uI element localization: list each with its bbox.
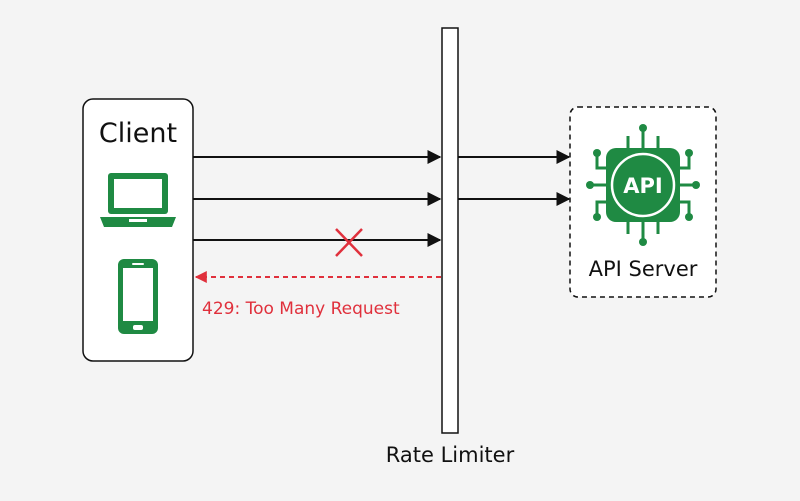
x-mark-icon — [335, 228, 363, 257]
laptop-icon — [100, 173, 176, 227]
chip-ring — [610, 152, 676, 218]
error-label: 429: Too Many Request — [202, 299, 400, 319]
api-server-box: API API Server — [569, 106, 717, 298]
chip-body — [606, 148, 680, 222]
client-label: Client — [99, 118, 177, 149]
api-chip-icon — [592, 130, 694, 240]
chip-pin-ends — [586, 124, 700, 246]
api-server-label: API Server — [589, 257, 698, 281]
rate-limiter-bar — [441, 27, 459, 434]
smartphone-icon — [118, 259, 158, 334]
chip-text: API — [623, 174, 662, 198]
rate-limiter-label: Rate Limiter — [386, 443, 515, 467]
client-box: Client — [82, 98, 194, 362]
